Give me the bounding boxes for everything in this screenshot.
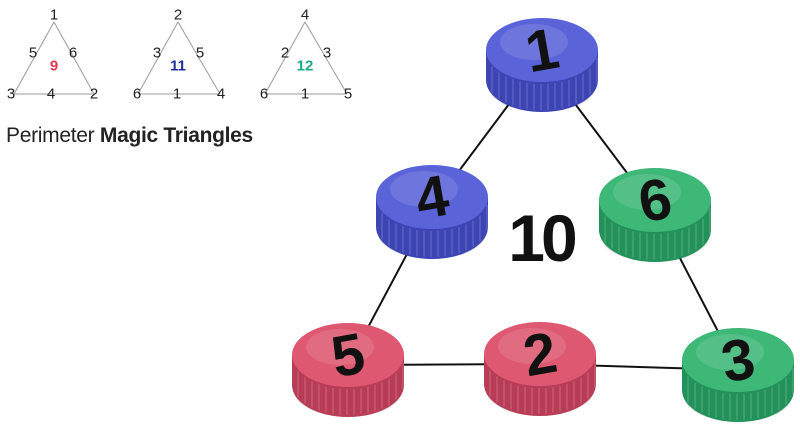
big-triangle-sum: 10 [508, 201, 577, 275]
small-magic-triangle-3: 4 2 3 6 1 5 12 [251, 0, 371, 110]
side-bottom: 1 [300, 85, 310, 103]
token-6: 6 [599, 166, 711, 262]
token-2: 2 [484, 320, 596, 416]
small-magic-triangle-2: 2 3 5 6 1 4 11 [124, 0, 244, 110]
side-left: 5 [28, 44, 38, 62]
triangle-sum: 11 [170, 57, 186, 75]
triangle-outline [137, 21, 221, 95]
side-bottom: 1 [172, 85, 182, 103]
caption-title: Magic Triangles [99, 124, 253, 147]
side-left: 3 [152, 44, 162, 62]
side-right: 5 [195, 44, 205, 62]
side-right: 6 [68, 44, 78, 62]
vertex-bottom-right: 4 [216, 85, 226, 103]
caption-prefix: Perimeter [6, 124, 95, 147]
side-bottom: 4 [46, 85, 56, 103]
triangle-sum: 12 [296, 57, 314, 75]
caption: Perimeter Magic Triangles [6, 124, 253, 148]
token-1: 1 [486, 16, 598, 112]
side-left: 2 [280, 44, 290, 62]
vertex-bottom-right: 5 [343, 85, 353, 103]
triangle-outline [264, 21, 348, 95]
vertex-bottom-right: 2 [89, 85, 99, 103]
vertex-top: 4 [300, 6, 310, 24]
side-right: 3 [322, 44, 332, 62]
token-3: 3 [682, 326, 794, 422]
small-magic-triangle-1: 1 5 6 3 4 2 9 [0, 0, 120, 110]
vertex-top: 1 [49, 6, 59, 24]
token-4: 4 [376, 163, 488, 259]
vertex-bottom-left: 3 [6, 85, 16, 103]
vertex-bottom-left: 6 [132, 85, 142, 103]
token-5: 5 [292, 321, 404, 417]
vertex-top: 2 [173, 6, 183, 24]
triangle-outline [13, 21, 95, 95]
vertex-bottom-left: 6 [259, 85, 269, 103]
triangle-sum: 9 [49, 57, 59, 75]
